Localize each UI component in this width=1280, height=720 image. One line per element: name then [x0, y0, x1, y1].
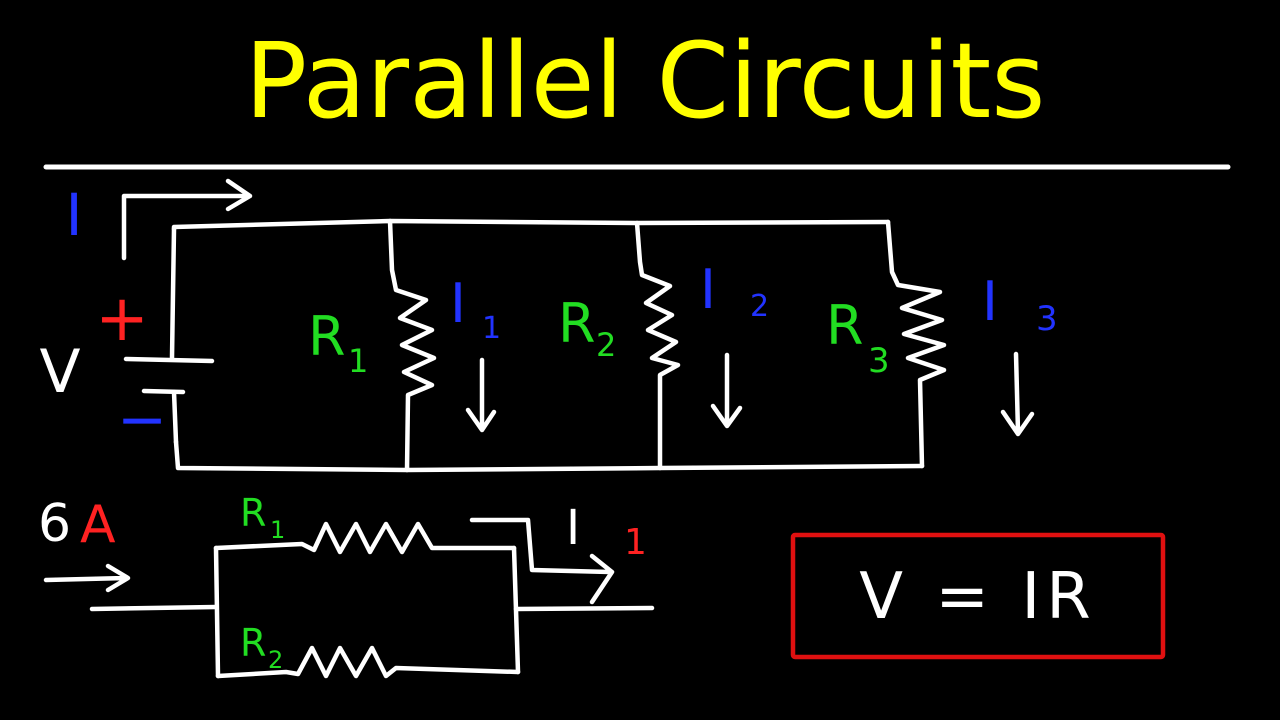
page-title: Parallel Circuits [245, 20, 1046, 142]
resistor-r3-subscript: 3 [868, 341, 890, 381]
current-i2-label: I [700, 258, 716, 321]
main-circuit [121, 178, 1035, 473]
output-wire [513, 605, 655, 612]
input-arrow-icon [43, 563, 131, 593]
source-current-arrow-icon [121, 178, 253, 261]
top-branch-wire [213, 521, 517, 555]
branch3-wire [885, 219, 947, 469]
example-r2-label: R [240, 621, 266, 665]
branch3-current-arrow-icon [1000, 351, 1035, 437]
bottom-branch-wire [215, 645, 521, 679]
example-output-current-label: I [566, 500, 580, 556]
voltage-label: V [39, 337, 80, 407]
output-current-arrow-icon [469, 517, 615, 605]
battery-bottom-lead [171, 389, 179, 445]
formula-box [790, 532, 1166, 660]
plus-sign: + [95, 282, 149, 356]
example-r2-subscript: 2 [268, 646, 283, 674]
example-r1-subscript: 1 [270, 516, 285, 544]
top-wire [171, 218, 891, 232]
resistor-r2-subscript: 2 [596, 326, 616, 364]
branch2-wire [634, 220, 681, 471]
example-output-current-subscript: 1 [624, 522, 647, 563]
bottom-wire [173, 439, 925, 473]
current-i2-subscript: 2 [750, 289, 769, 324]
input-unit: A [80, 495, 116, 555]
current-i3-subscript: 3 [1036, 299, 1058, 339]
example-r1-label: R [240, 491, 266, 535]
battery-long-plate [123, 356, 215, 364]
current-i1-label: I [450, 272, 466, 335]
current-i3-label: I [982, 270, 998, 333]
minus-sign: − [117, 385, 167, 455]
resistor-r2-label: R [558, 292, 596, 355]
left-node-wire [213, 545, 221, 679]
battery-top-lead [169, 226, 177, 361]
source-current-label: I [65, 181, 82, 249]
branch1-current-arrow-icon [465, 357, 497, 433]
formula-text: V = IR [859, 560, 1096, 634]
resistor-r1-subscript: 1 [348, 342, 368, 380]
resistor-r1-label: R [308, 305, 346, 368]
current-i1-subscript: 1 [482, 311, 501, 346]
branch1-wire [387, 218, 437, 473]
branch2-current-arrow-icon [710, 352, 743, 429]
resistor-r3-label: R [826, 294, 864, 357]
input-value: 6 [38, 494, 71, 554]
input-wire [89, 604, 219, 612]
battery-short-plate [141, 388, 186, 395]
example-circuit [43, 517, 655, 679]
